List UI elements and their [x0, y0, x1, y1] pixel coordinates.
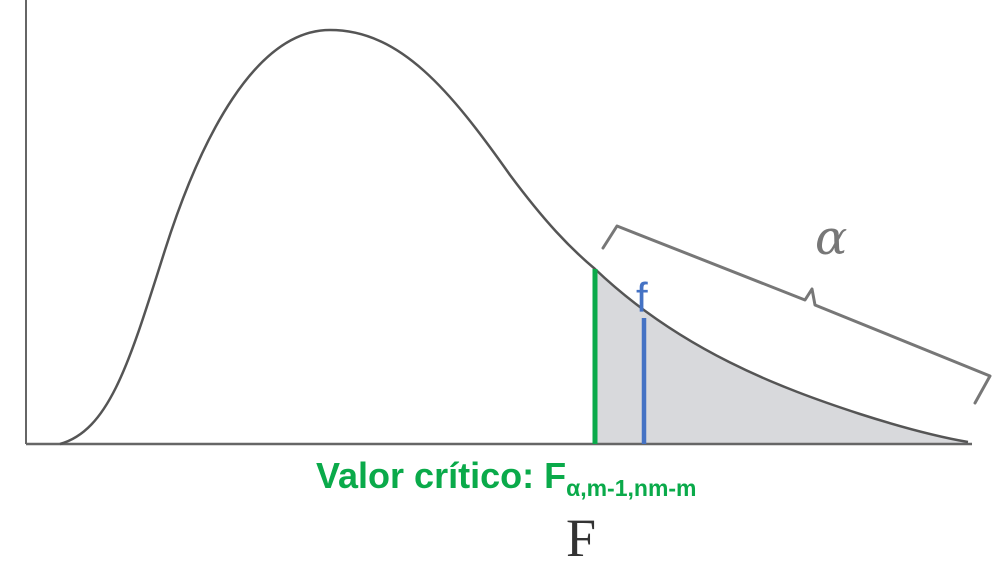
rejection-region — [595, 269, 968, 444]
critical-value-label: Valor crítico: Fα,m-1,nm-m — [316, 455, 697, 501]
alpha-brace — [601, 224, 992, 405]
critical-value-text: Valor crítico: F — [316, 455, 566, 496]
x-axis-label: F — [566, 508, 596, 568]
critical-value-subscript: α,m-1,nm-m — [566, 475, 696, 501]
alpha-label: α — [815, 210, 847, 266]
density-curve — [59, 28, 969, 446]
statistic-label: f — [636, 274, 648, 321]
